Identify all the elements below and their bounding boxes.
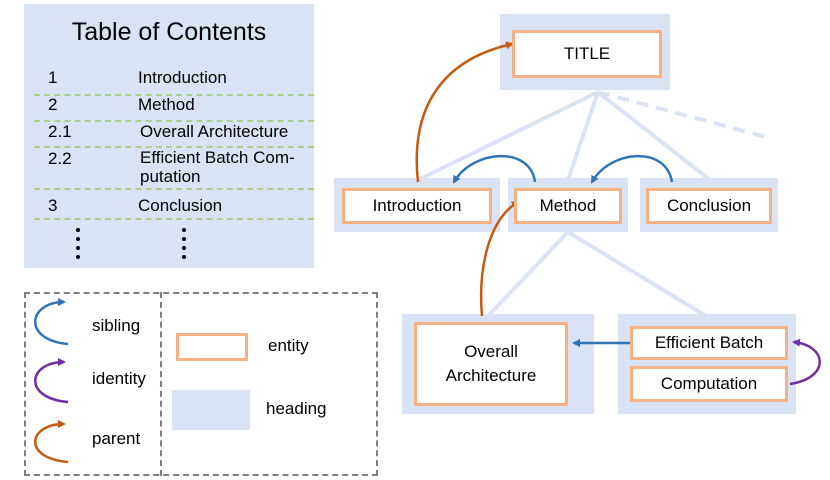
entity-method: Method [514, 188, 622, 224]
entity-introduction: Introduction [342, 188, 492, 224]
legend-label-heading: heading [266, 399, 327, 418]
edge-title-method [566, 91, 600, 181]
toc-text: Method [138, 95, 195, 114]
identity-arrow-batch-computation [789, 338, 821, 386]
legend [24, 292, 378, 476]
toc-text: Conclusion [138, 196, 223, 215]
toc-text: Efficient Batch Com- putation [140, 148, 295, 186]
edge-title-introduction [417, 90, 599, 182]
entity-efficient-batch: Efficient Batch [630, 326, 788, 360]
edge-method-overall [486, 230, 570, 318]
sibling-arrow-conclusion-method [590, 154, 674, 184]
toc-number: 2.2 [48, 149, 72, 168]
parent-arrow-introduction-title [415, 41, 514, 183]
toc-row: 2.1 Overall Architecture [34, 114, 314, 148]
toc-number: 1 [48, 68, 58, 87]
toc-title: Table of Contents [71, 18, 267, 46]
legend-label-entity: entity [268, 336, 309, 355]
legend-label-identity: identity [92, 369, 146, 388]
ellipsis-vertical-icon [180, 228, 188, 264]
legend-label-sibling: sibling [92, 316, 141, 335]
edge-title-more [597, 90, 771, 140]
toc-row: 2 Method [34, 88, 314, 122]
toc-number: 3 [48, 196, 58, 215]
entity-overall-architecture: Overall Architecture [414, 322, 568, 406]
entity-conclusion: Conclusion [646, 188, 772, 224]
table-of-contents: Table of Contents 1 Introduction 2 Metho… [24, 4, 314, 268]
toc-row: 3 Conclusion [34, 190, 314, 220]
legend-label-parent: parent [92, 429, 141, 448]
parent-legend-icon [34, 420, 69, 464]
legend-entity-swatch [176, 333, 248, 361]
toc-number: 2 [48, 95, 58, 114]
toc-text: Introduction [138, 68, 227, 87]
sibling-legend-icon [34, 298, 69, 346]
legend-divider [160, 292, 162, 476]
ellipsis-vertical-icon [74, 228, 82, 264]
legend-heading-swatch [172, 390, 250, 430]
toc-number: 2.1 [48, 122, 72, 141]
toc-text: Overall Architecture [140, 122, 289, 141]
entity-computation: Computation [630, 366, 788, 402]
toc-row: 2.2 Efficient Batch Com- putation [34, 142, 314, 190]
identity-legend-icon [34, 358, 69, 404]
entity-title: TITLE [512, 30, 662, 78]
parent-arrow-overall-method [479, 200, 520, 317]
toc-row: 1 Introduction [34, 62, 314, 96]
edge-method-efficient [566, 230, 708, 318]
edge-title-conclusion [596, 90, 712, 182]
sibling-arrow-method-introduction [452, 154, 537, 184]
